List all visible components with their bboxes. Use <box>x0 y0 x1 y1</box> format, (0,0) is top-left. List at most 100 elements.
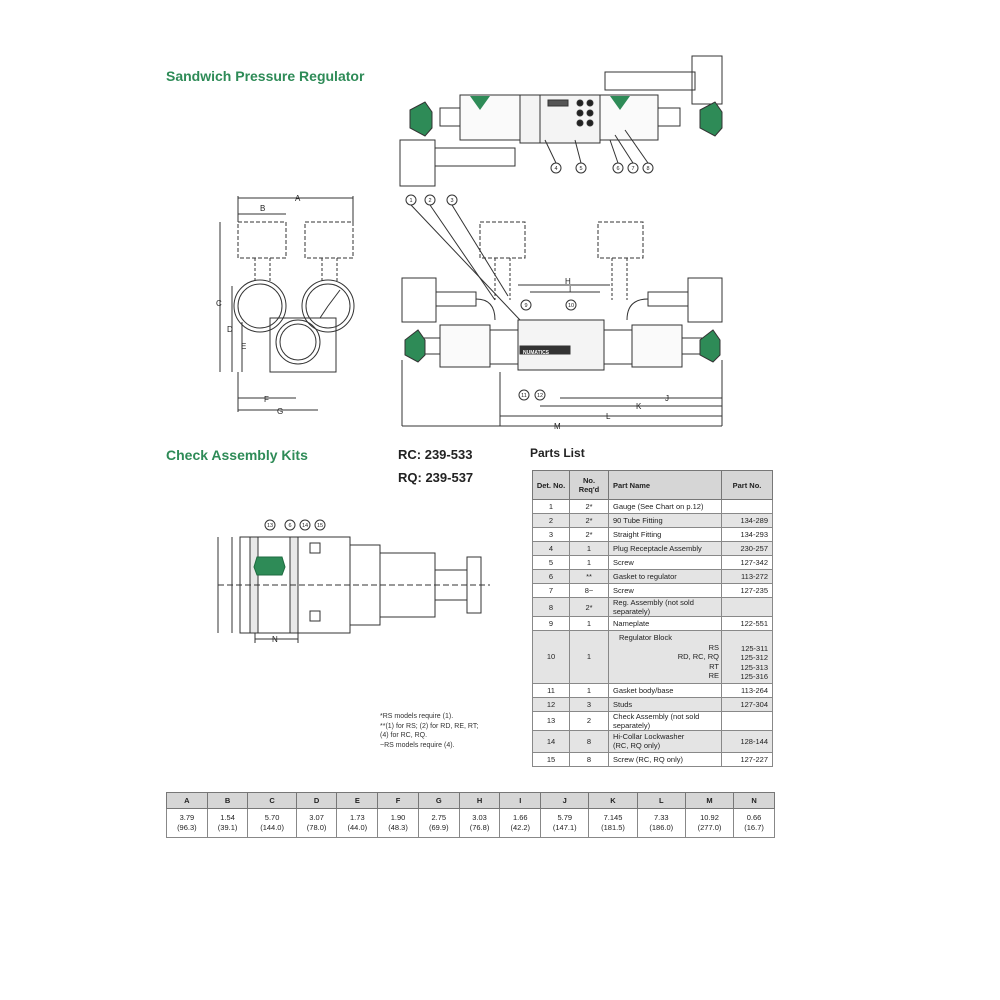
dim-header-n: N <box>733 792 775 809</box>
dim-mm: (42.2) <box>510 823 531 832</box>
dim-header-e: E <box>336 792 379 809</box>
col-header-det: Det. No. <box>532 470 570 500</box>
svg-text:3: 3 <box>450 198 453 204</box>
dimensions-value-row: 3.79(96.3)1.54(39.1)5.70(144.0)3.07(78.0… <box>166 808 775 838</box>
dim-inch: 3.03 <box>472 813 487 822</box>
dim-inch: 3.07 <box>309 813 324 822</box>
dim-header-m: M <box>684 792 735 809</box>
dim-header-h: H <box>458 792 501 809</box>
dim-inch: 7.145 <box>603 813 623 822</box>
dim-mm: (76.8) <box>469 823 490 832</box>
dim-value-e: 1.73(44.0) <box>336 808 379 838</box>
parts-list-title: Parts List <box>530 446 585 460</box>
kit-code-rq: RQ: 239-537 <box>398 470 474 485</box>
dim-header-g: G <box>417 792 460 809</box>
dim-header-a: A <box>166 792 208 809</box>
check-assembly-drawing: 13 6 14 15 N <box>217 519 490 644</box>
dim-value-m: 10.92(277.0) <box>684 808 735 838</box>
dim-mm: (181.5) <box>601 823 625 832</box>
dim-mm: (78.0) <box>306 823 327 832</box>
dim-label-b: B <box>260 204 265 213</box>
dim-label-e: E <box>241 342 246 351</box>
dim-header-j: J <box>540 792 590 809</box>
dim-mm: (69.9) <box>428 823 449 832</box>
dim-label-l: L <box>606 412 611 421</box>
dim-label-n: N <box>272 635 278 644</box>
col-header-part: Part No. <box>721 470 773 500</box>
dim-label-a: A <box>295 194 301 203</box>
dim-header-l: L <box>636 792 686 809</box>
dim-mm: (277.0) <box>697 823 722 832</box>
dim-inch: 1.66 <box>512 813 528 822</box>
svg-text:14: 14 <box>302 523 308 529</box>
section-title-sandwich: Sandwich Pressure Regulator <box>166 68 365 84</box>
technical-drawing: A B C D E F G H I J K L M NUMATICS 123 4… <box>216 55 723 431</box>
dim-value-h: 3.03(76.8) <box>458 808 501 838</box>
dim-mm: (147.1) <box>552 823 577 832</box>
dim-mm: (186.0) <box>649 823 674 832</box>
callout-circles-top <box>405 129 654 206</box>
dim-inch: 0.66 <box>746 813 762 822</box>
svg-text:12: 12 <box>537 393 543 399</box>
dim-header-b: B <box>206 792 249 809</box>
svg-text:6: 6 <box>288 523 291 529</box>
svg-text:7: 7 <box>631 166 634 172</box>
dim-label-g: G <box>277 407 283 416</box>
dim-mm: (96.3) <box>177 823 197 832</box>
dim-mm: (48.3) <box>388 823 408 832</box>
brand-nameplate: NUMATICS <box>523 350 550 356</box>
dim-label-m: M <box>554 422 561 431</box>
svg-text:2: 2 <box>428 198 431 204</box>
dim-inch: 3.79 <box>179 813 195 822</box>
kit-code-rc: RC: 239-533 <box>398 447 473 462</box>
dim-value-i: 1.66(42.2) <box>499 808 542 838</box>
dim-value-c: 5.70(144.0) <box>247 808 297 838</box>
top-view-drawing <box>399 55 723 187</box>
dim-inch: 10.92 <box>700 813 719 822</box>
dim-value-g: 2.75(69.9) <box>417 808 460 838</box>
dim-label-f: F <box>264 395 269 404</box>
dim-value-d: 3.07(78.0) <box>295 808 338 838</box>
dim-mm: (16.7) <box>744 823 764 832</box>
dim-inch: 5.79 <box>557 813 573 822</box>
dim-label-j: J <box>665 394 669 403</box>
dim-value-b: 1.54(39.1) <box>206 808 249 838</box>
dim-inch: 7.33 <box>653 813 669 822</box>
svg-text:13: 13 <box>267 523 273 529</box>
dim-inch: 2.75 <box>431 813 447 822</box>
dim-label-k: K <box>636 402 642 411</box>
dim-inch: 5.70 <box>264 813 280 822</box>
dim-mm: (144.0) <box>260 823 284 832</box>
dim-inch: 1.90 <box>390 813 406 822</box>
svg-text:10: 10 <box>568 303 574 309</box>
regulator-block-name: Regulator Block <box>619 633 672 642</box>
right-front-view <box>401 204 723 427</box>
dim-inch: 1.73 <box>350 813 365 822</box>
dim-header-k: K <box>588 792 638 809</box>
dim-header-d: D <box>295 792 338 809</box>
dim-header-c: C <box>247 792 297 809</box>
dim-value-a: 3.79(96.3) <box>166 808 208 838</box>
svg-text:9: 9 <box>524 303 527 309</box>
dim-label-c: C <box>216 299 222 308</box>
dim-label-i: I <box>569 285 571 294</box>
svg-text:4: 4 <box>554 166 557 172</box>
svg-text:1: 1 <box>409 198 412 204</box>
dim-value-n: 0.66(16.7) <box>733 808 775 838</box>
svg-text:15: 15 <box>317 523 323 529</box>
dim-header-f: F <box>377 792 419 809</box>
